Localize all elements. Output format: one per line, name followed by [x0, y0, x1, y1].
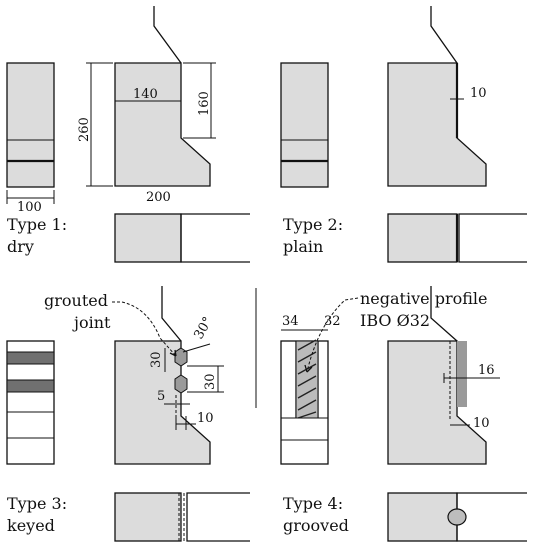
type3-name: keyed	[7, 516, 55, 535]
type4-plan-right	[456, 492, 527, 542]
type3-plan-right	[186, 492, 250, 542]
type4-dim-32-label: 32	[324, 314, 341, 329]
type3-dim-30a-label: 30	[149, 351, 164, 368]
type1-reinforcement-line	[153, 6, 182, 64]
type3-angle-label: 30°	[191, 315, 216, 342]
dim-140-label: 140	[133, 87, 158, 102]
ibo-label: IBO Ø32	[360, 311, 430, 330]
type1-plan-right	[180, 213, 250, 263]
dim-200-label: 200	[146, 190, 171, 205]
type2-panel: 10 Type 2: plain	[280, 6, 527, 263]
type4-plan-left	[387, 492, 458, 542]
type3-dim-10-label: 10	[197, 411, 214, 426]
type1-side-elevation	[6, 62, 55, 188]
grouted-label: grouted	[44, 291, 108, 310]
type2-reinforcement-line	[430, 6, 458, 64]
grouted-leader	[112, 301, 177, 357]
type2-plan-right	[458, 213, 527, 263]
type1-name: dry	[7, 237, 34, 256]
negative-profile-label: negative profile	[360, 289, 487, 308]
type3-grout-key	[174, 374, 188, 394]
type4-reinforcement-line	[430, 286, 458, 342]
type4-groove-profile	[457, 341, 467, 407]
type1-panel: 100 260 140 160 200 Type 1: dry	[6, 6, 250, 263]
arrowhead-icon	[169, 349, 177, 357]
type2-dim-10-label: 10	[470, 86, 487, 101]
type3-shear-key-band	[6, 351, 55, 365]
angle-line	[182, 343, 211, 353]
type2-cross-section	[387, 62, 487, 187]
type3-dim-30b-label: 30	[203, 373, 218, 390]
type4-plan-groove	[447, 508, 467, 526]
type1-title: Type 1:	[7, 215, 67, 234]
dim-160-label: 160	[197, 91, 212, 116]
type3-reinforcement-line	[161, 286, 182, 342]
type3-plan-left	[114, 492, 182, 542]
type4-hatch	[297, 339, 317, 419]
type3-panel: grouted joint 30° 30 30 5 10 Type 3: key…	[6, 286, 250, 542]
type2-title: Type 2:	[283, 215, 343, 234]
type3-title: Type 3:	[7, 494, 67, 513]
dim-260-label: 260	[77, 117, 92, 142]
joint-label: joint	[72, 313, 111, 332]
type4-name: grooved	[283, 516, 349, 535]
type2-plan-left	[387, 213, 458, 263]
arrowhead-icon	[304, 364, 313, 373]
type3-shear-key-band	[6, 379, 55, 393]
type4-title: Type 4:	[283, 494, 343, 513]
type4-dim-34-label: 34	[282, 314, 299, 329]
type1-plan-left	[114, 213, 182, 263]
type4-cross-section	[387, 340, 487, 465]
type2-side-elevation	[280, 62, 329, 188]
type1-cross-section	[114, 62, 211, 187]
type3-dim-5-label: 5	[157, 389, 165, 404]
negative-profile-leader	[306, 297, 359, 373]
type2-name: plain	[283, 237, 323, 256]
type4-panel: 34 32 negative profile IBO Ø32 16 10 Typ…	[280, 286, 527, 542]
type4-dim-10-label: 10	[473, 416, 490, 431]
type3-grout-key	[174, 347, 188, 367]
type4-dim-16-label: 16	[478, 363, 495, 378]
dim-100-label: 100	[17, 200, 42, 215]
